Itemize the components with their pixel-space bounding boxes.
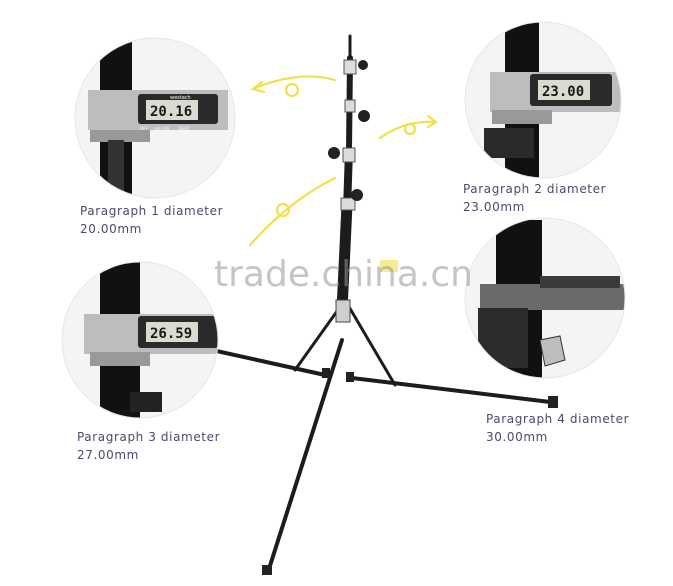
caption-paragraph-3: Paragraph 3 diameter 27.00mm	[77, 428, 220, 464]
arrow-marks	[248, 75, 438, 247]
caption-2-value: 23.00mm	[463, 200, 525, 214]
caption-2-title: Paragraph 2 diameter	[463, 182, 607, 196]
caption-3-value: 27.00mm	[77, 448, 139, 462]
caliper-photo-2: 23.00	[464, 21, 622, 179]
caliper-photo-1: 20.16 westach OFF mm ON ZERO	[74, 37, 236, 199]
caliper-brand-1: westach	[170, 95, 191, 101]
caption-4-title: Paragraph 4 diameter	[486, 412, 630, 426]
caliper-mm-label: mm	[154, 126, 162, 131]
caption-3-title: Paragraph 3 diameter	[77, 430, 221, 444]
lcd-readout-3: 26.59	[150, 326, 192, 342]
caliper-zero-label: ZERO	[178, 126, 189, 131]
caption-paragraph-4: Paragraph 4 diameter 30.00mm	[486, 410, 629, 446]
lcd-readout-2: 23.00	[542, 84, 584, 100]
caption-paragraph-2: Paragraph 2 diameter 23.00mm	[463, 180, 606, 216]
caliper-off-label: OFF	[140, 126, 148, 131]
yellow-marker	[380, 260, 398, 272]
watermark: trade.china.cn	[214, 254, 473, 295]
caption-paragraph-1: Paragraph 1 diameter 20.00mm	[80, 202, 223, 238]
caption-1-value: 20.00mm	[80, 222, 142, 236]
caliper-on-label: ON	[163, 126, 169, 131]
caption-1-title: Paragraph 1 diameter	[80, 204, 224, 218]
caption-4-value: 30.00mm	[486, 430, 548, 444]
caliper-photo-4	[464, 217, 626, 379]
caliper-photo-3: 26.59	[61, 261, 219, 419]
lcd-readout-1: 20.16	[150, 104, 192, 120]
